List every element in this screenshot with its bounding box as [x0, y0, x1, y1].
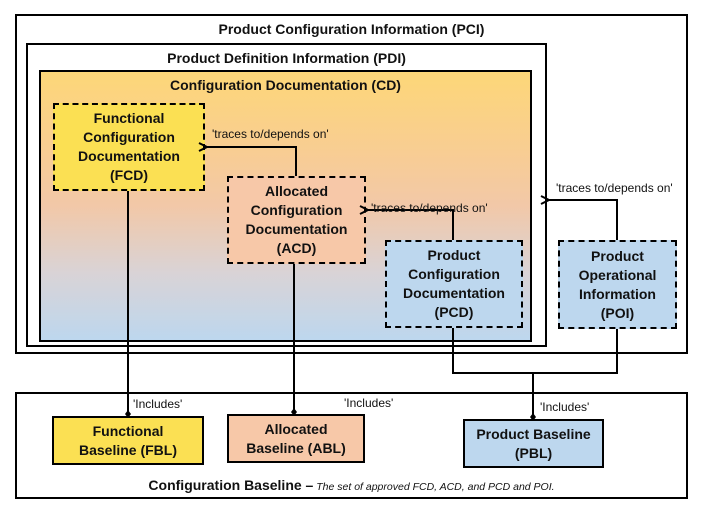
pbl-node: Product Baseline (PBL): [463, 419, 604, 468]
acd-node: Allocated Configuration Documentation (A…: [227, 176, 366, 264]
edge-label-pcd-to-acd: 'traces to/depends on': [371, 201, 488, 215]
cd-title: Configuration Documentation (CD): [170, 77, 401, 93]
pci-container: Product Configuration Information (PCI): [15, 14, 688, 354]
edge-label-pbl-includes: 'Includes': [540, 400, 590, 414]
pci-title: Product Configuration Information (PCI): [218, 21, 485, 37]
pdi-container: Product Definition Information (PDI): [26, 43, 547, 347]
fbl-label: Functional Baseline (FBL): [78, 422, 177, 458]
configuration-baseline-description: The set of approved FCD, ACD, and PCD an…: [313, 481, 555, 493]
configuration-baseline-container: Configuration Baseline – The set of appr…: [15, 392, 688, 499]
pcd-node: Product Configuration Documentation (PCD…: [385, 240, 523, 328]
configuration-baseline-caption: Configuration Baseline – The set of appr…: [17, 477, 686, 495]
acd-label: Allocated Configuration Documentation (A…: [245, 183, 348, 256]
pcd-label: Product Configuration Documentation (PCD…: [403, 247, 505, 320]
edge-label-acd-to-fcd: 'traces to/depends on': [212, 127, 329, 141]
pbl-label: Product Baseline (PBL): [476, 425, 591, 461]
poi-node: Product Operational Information (POI): [558, 240, 677, 329]
fcd-node: Functional Configuration Documentation (…: [53, 103, 205, 191]
abl-node: Allocated Baseline (ABL): [227, 414, 365, 463]
edge-label-poi-to-pdi: 'traces to/depends on': [556, 181, 673, 195]
edge-label-abl-includes: 'Includes': [344, 396, 394, 410]
edge-label-fbl-includes: 'Includes': [133, 397, 183, 411]
fbl-node: Functional Baseline (FBL): [52, 416, 204, 465]
configuration-baseline-title: Configuration Baseline –: [148, 477, 314, 493]
pdi-title: Product Definition Information (PDI): [167, 50, 406, 66]
poi-label: Product Operational Information (POI): [578, 247, 657, 321]
abl-label: Allocated Baseline (ABL): [246, 420, 346, 456]
fcd-label: Functional Configuration Documentation (…: [78, 110, 180, 183]
